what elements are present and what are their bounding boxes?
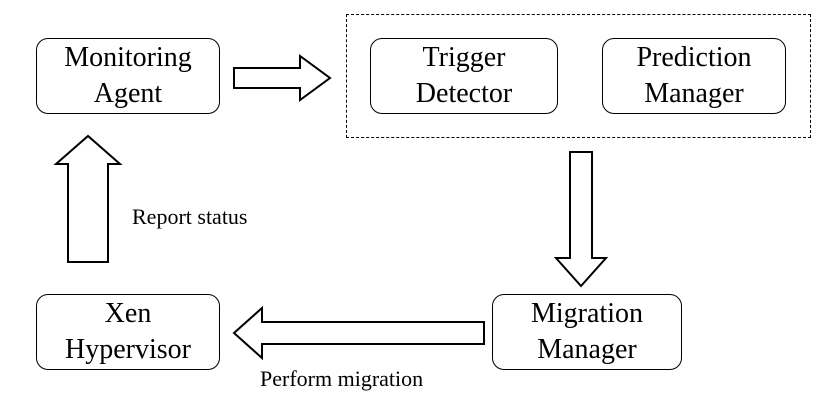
monitoring-agent-node: Monitoring Agent	[36, 38, 220, 114]
migration-manager-node: Migration Manager	[492, 294, 682, 370]
trigger-detector-node: Trigger Detector	[370, 38, 558, 114]
prediction-manager-label-line2: Manager	[644, 78, 744, 109]
xen-hypervisor-label-line1: Xen	[104, 298, 152, 329]
arrow-agent-to-detector	[233, 54, 332, 102]
arrow-migration-to-xen	[232, 305, 485, 361]
arrow-detector-to-migration	[553, 151, 609, 288]
monitoring-agent-label-line2: Agent	[93, 78, 163, 109]
prediction-manager-label-line1: Prediction	[636, 42, 752, 73]
report-status-label: Report status	[132, 204, 248, 229]
xen-hypervisor-label-line2: Hypervisor	[65, 334, 191, 365]
trigger-detector-label-line1: Trigger	[422, 42, 506, 73]
migration-manager-label-line2: Manager	[537, 334, 637, 365]
perform-migration-label: Perform migration	[260, 366, 424, 391]
migration-manager-label-line1: Migration	[531, 298, 643, 329]
monitoring-agent-label-line1: Monitoring	[64, 42, 192, 73]
prediction-manager-node: Prediction Manager	[602, 38, 786, 114]
arrow-xen-to-agent	[53, 134, 123, 263]
detector-group	[346, 14, 811, 138]
xen-hypervisor-node: Xen Hypervisor	[36, 294, 220, 370]
trigger-detector-label-line2: Detector	[415, 78, 513, 109]
